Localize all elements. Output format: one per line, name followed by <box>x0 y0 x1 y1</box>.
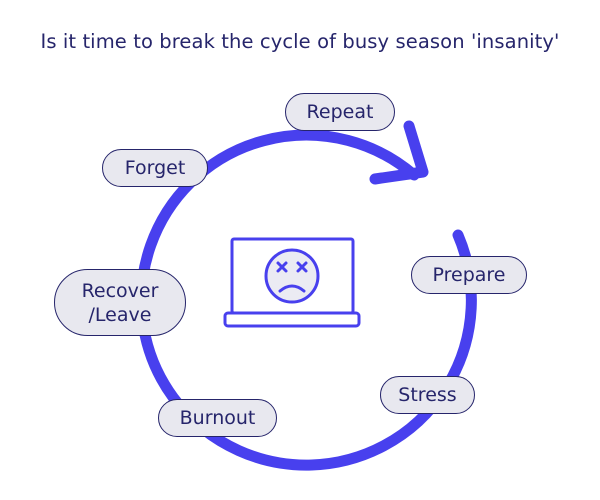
stage-prepare-label: Prepare <box>432 264 506 286</box>
stage-recover-label-line1: Recover <box>81 279 159 302</box>
stage-burnout-label: Burnout <box>179 407 256 429</box>
stage-repeat-label: Repeat <box>306 101 374 123</box>
stage-stress-label: Stress <box>398 384 457 406</box>
arrow-head-icon <box>369 120 429 185</box>
stage-forget: Forget <box>102 149 208 187</box>
stage-recover-label-line2: /Leave <box>88 303 152 326</box>
stage-recover-leave: Recover /Leave <box>54 269 186 336</box>
stage-repeat: Repeat <box>285 93 395 131</box>
diagram-title: Is it time to break the cycle of busy se… <box>40 30 560 53</box>
stage-stress: Stress <box>380 376 475 414</box>
stage-forget-label: Forget <box>124 157 186 179</box>
sad-laptop-icon <box>223 237 361 328</box>
stage-burnout: Burnout <box>158 399 277 437</box>
stage-prepare: Prepare <box>411 256 527 294</box>
